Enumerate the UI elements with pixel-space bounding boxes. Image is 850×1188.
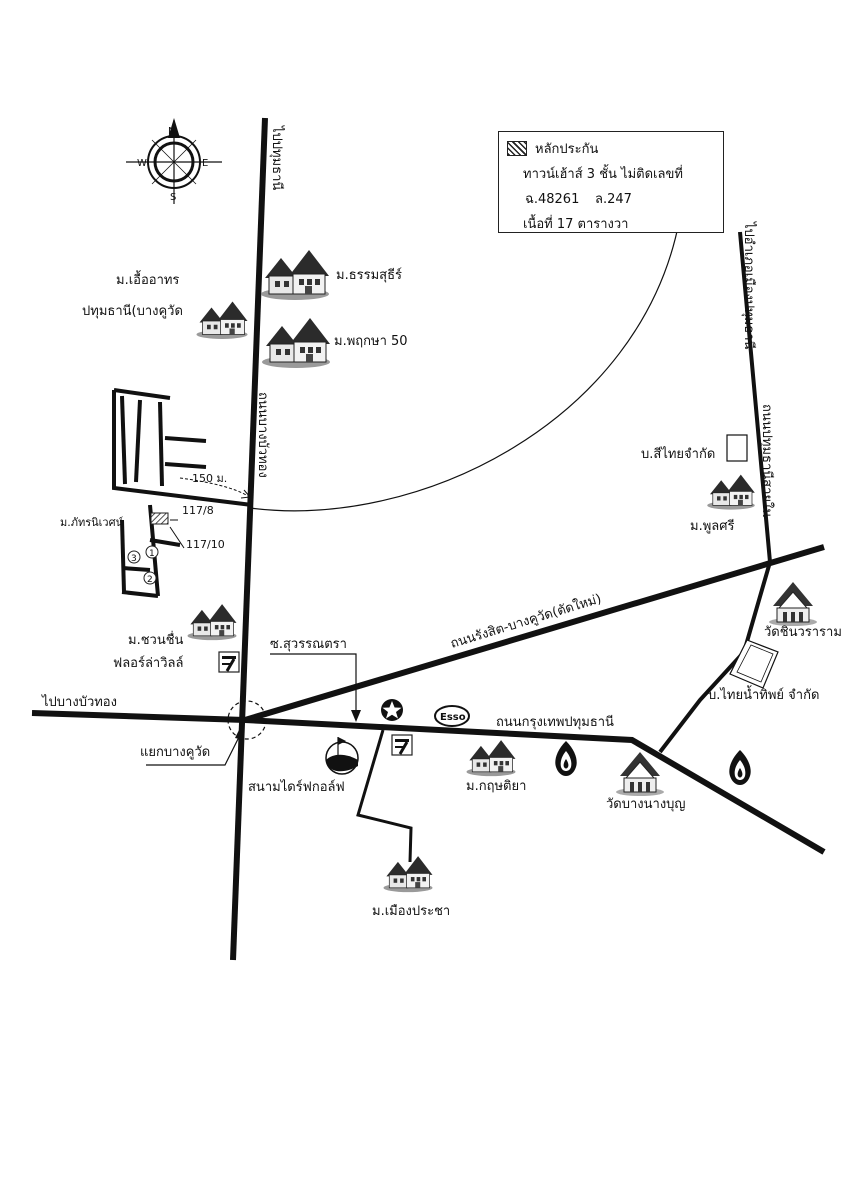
label-addr-117-8: 117/8 [182,504,214,517]
junction-circle [227,700,267,740]
label-sithai: บ.สีไทยจำกัด [641,446,715,462]
label-junction: แยกบางคูวัด [140,745,210,760]
legend-title: หลักประกัน [535,142,599,157]
house-icon [706,474,756,510]
plot-number-1: 1 [149,549,155,559]
road-krungthep-pathum [244,717,826,855]
legend-land: ล.247 [595,192,632,207]
house-icon [383,855,433,893]
subdivision-grid [112,388,253,598]
label-addr-117-10: 117/10 [186,538,225,551]
label-soi: ซ.สุวรรณตรา [270,637,347,652]
compass-rose-icon: N S E W [126,118,222,204]
sithai-building [726,434,748,462]
house-icon [260,249,330,301]
house-icon [261,317,331,369]
label-wat-bangnang: วัดบางนางบุญ [606,797,686,812]
petrol-star-icon [381,699,403,721]
house-icon [196,301,248,340]
temple-icon [768,581,818,627]
label-phatara: ม.ภัทรนิเวศน์ [60,516,124,529]
golf-icon [325,737,359,775]
seven-eleven-icon [390,733,414,757]
plot-numbers: 1 3 2 [127,545,159,585]
legend-line1: ทาวน์เฮ้าส์ 3 ชั้น ไม่ติดเลขที่ [523,167,683,182]
label-poonsri: ม.พูลศรี [690,518,734,534]
compass-north: N [168,126,175,137]
plot-number-3: 3 [131,554,137,564]
label-thai-water: บ.ไทยน้ำทิพย์ จำกัด [708,685,819,703]
label-eua-athorn-1: ม.เอื้ออาทร [116,270,179,288]
label-eua-athorn-2: ปทุมธานี(บางคูวัด [82,303,183,319]
soi-suwannatra [356,729,413,863]
house-icon [466,739,516,777]
label-road-pathum-inner: ถนนปทุมธานีสายใน [759,404,775,517]
label-chuanchuen: ม.ชวนชื่น [128,631,184,648]
label-krit: ม.กฤษติยา [466,779,526,794]
label-distance: 150 ม. [192,472,227,485]
house-icon [187,603,237,641]
gas-flame-icon [555,741,577,776]
road-bangbuathong [230,117,268,961]
collateral-marker [150,512,169,525]
esso-logo-icon: Esso [434,705,470,727]
esso-logo-text: Esso [440,712,466,723]
label-muang-pracha: ม.เมืองประชา [372,903,450,919]
soi-pointer [270,653,357,712]
label-to-bangbuathong: ไปบางบัวทอง [41,694,117,710]
plot-number-2: 2 [147,575,153,585]
label-right-top: ไปอำเภอเมืองปทุมธานี [741,221,757,350]
legend-box: หลักประกัน ทาวน์เฮ้าส์ 3 ชั้น ไม่ติดเลขท… [498,131,724,233]
label-pruksa: ม.พฤกษา 50 [334,334,408,349]
label-wat-chin: วัดชินวราราม [764,625,842,640]
compass-south: S [170,192,176,203]
road-to-bangbuathong [31,710,246,723]
junction-pointer [146,734,241,766]
road-rangsit-bangkuwat [244,544,825,723]
gas-flame-icon [729,750,751,785]
distance-arrow [179,477,249,497]
temple-icon [615,751,665,797]
compass-west: W [137,158,147,169]
seven-eleven-icon [217,650,241,674]
label-vertical-top: ไปปทุมธานี [269,125,285,190]
legend-deed: ฉ.48261 [525,192,580,207]
label-road-bangbuathong: ถนนบางบัวทอง [255,392,270,478]
thai-water-building [729,639,779,689]
label-golf: สนามไดร์ฟกอล์ฟ [248,779,345,795]
legend-area: เนื้อที่ 17 ตารางวา [523,217,629,232]
hatch-legend-icon [507,141,527,156]
compass-east: E [202,158,208,169]
label-flora: ฟลอร์ล่าวิลล์ [113,655,183,671]
pointer-curve [249,221,680,512]
label-road-krungthep: ถนนกรุงเทพปทุมธานี [496,714,614,730]
label-thammasut: ม.ธรรมสุธีร์ [336,267,402,283]
